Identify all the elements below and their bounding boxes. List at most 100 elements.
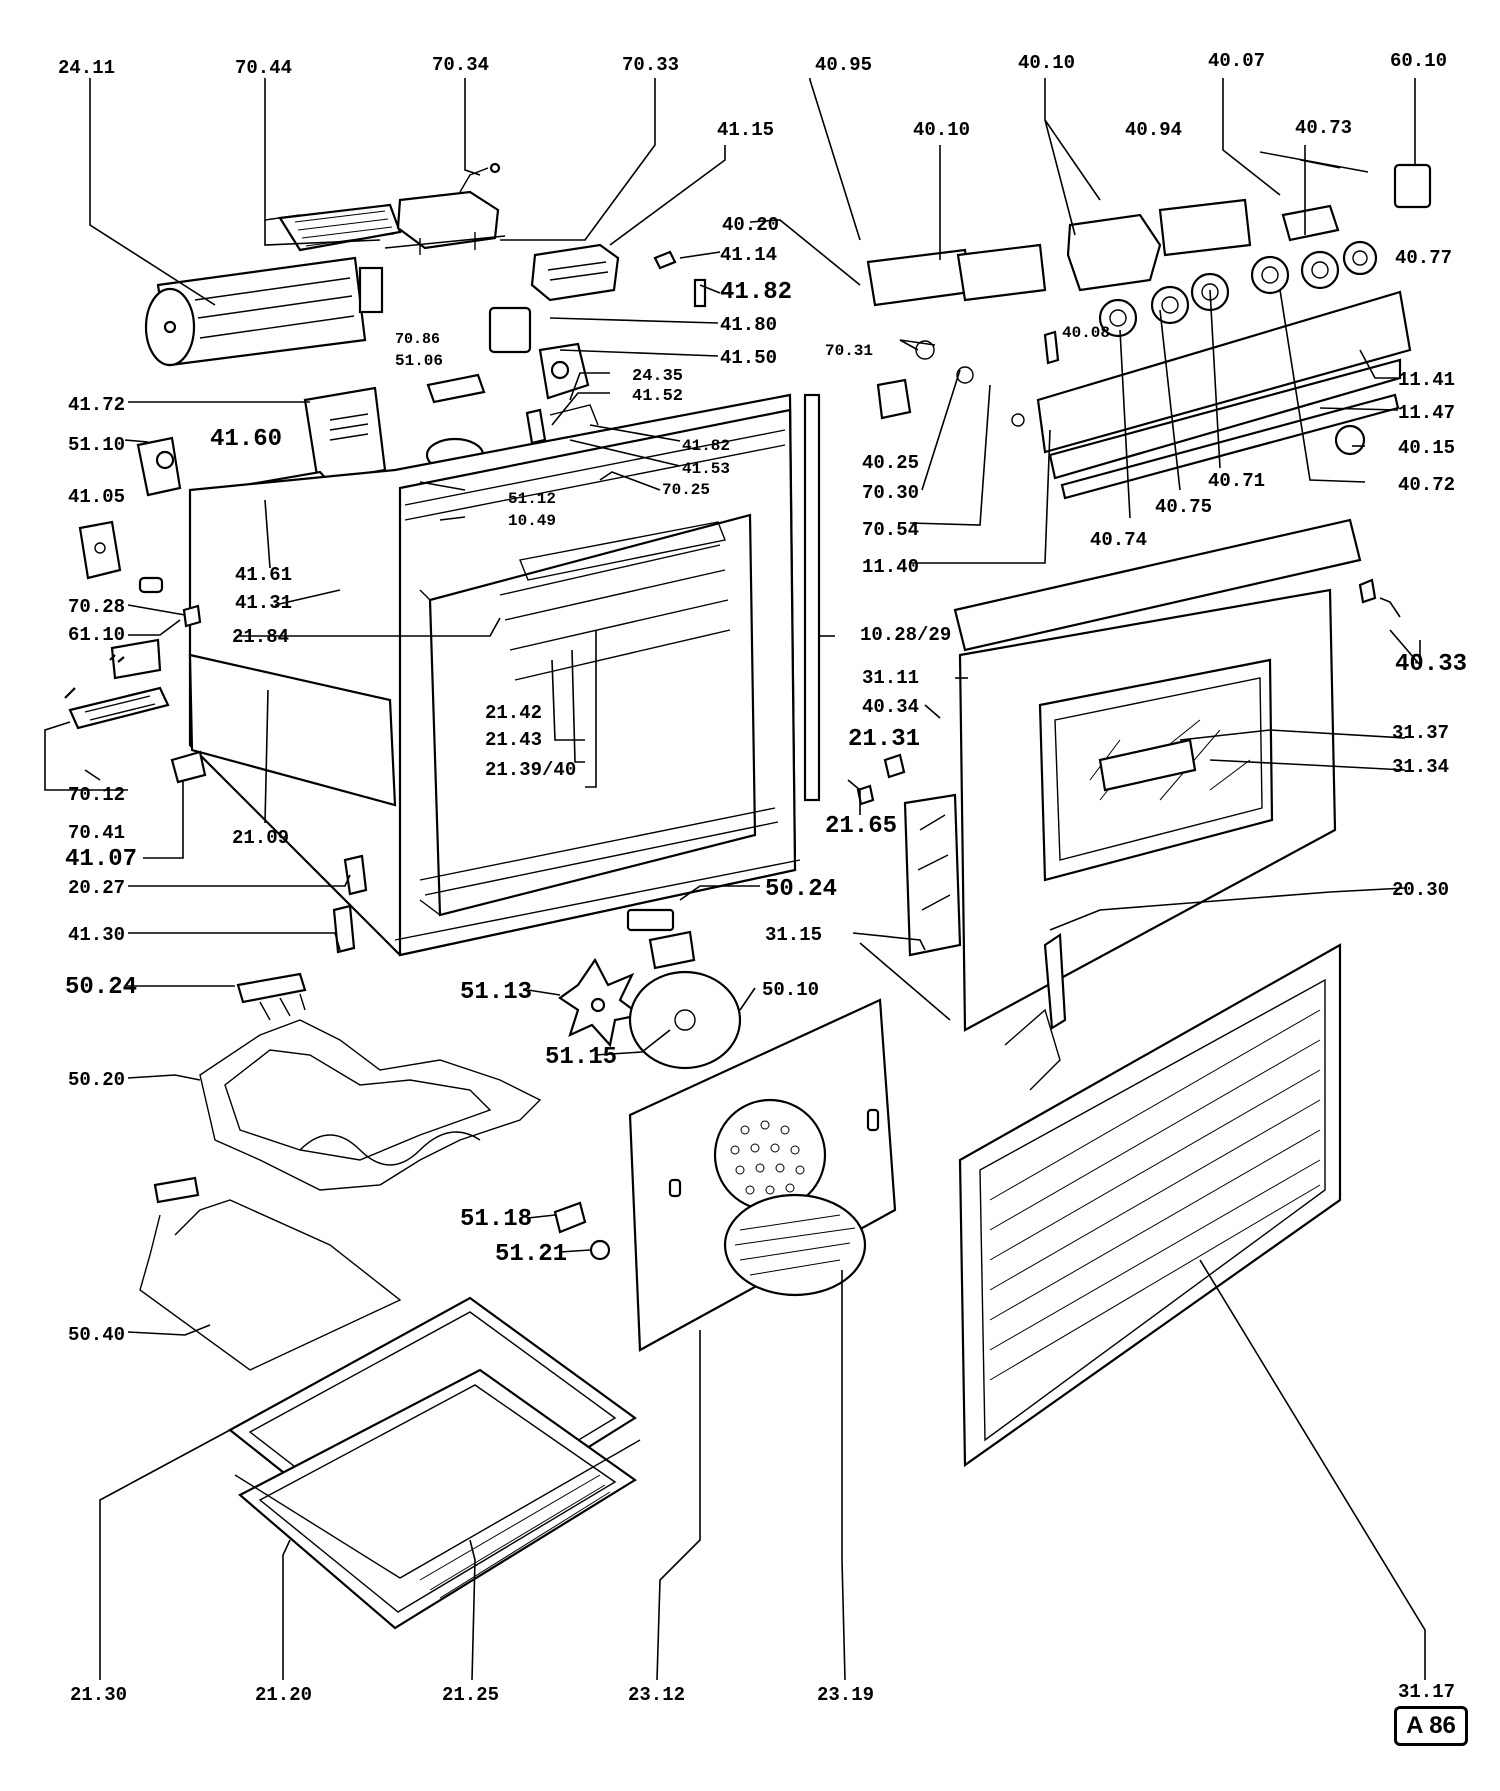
label-21-42: 21.42 xyxy=(485,702,542,724)
label-40-15: 40.15 xyxy=(1398,437,1455,459)
label-41-61: 41.61 xyxy=(235,564,292,586)
label-70-33: 70.33 xyxy=(622,54,679,76)
label-40-77: 40.77 xyxy=(1395,247,1452,269)
label-41-52: 41.52 xyxy=(632,387,683,406)
label-40-72: 40.72 xyxy=(1398,474,1455,496)
heating-element-grill-part xyxy=(199,972,542,1191)
label-41-30: 41.30 xyxy=(68,924,125,946)
motor-bracket-part xyxy=(136,436,182,497)
label-40-75: 40.75 xyxy=(1155,496,1212,518)
label-21-20: 21.20 xyxy=(255,1684,312,1706)
label-70-54: 70.54 xyxy=(862,519,919,541)
left-side-components-part xyxy=(64,576,368,954)
label-21-09: 21.09 xyxy=(232,827,289,849)
label-40-25: 40.25 xyxy=(862,452,919,474)
label-51-21: 51.21 xyxy=(495,1241,567,1268)
label-51-10: 51.10 xyxy=(68,434,125,456)
tangential-fan-part xyxy=(144,256,384,367)
label-51-12: 51.12 xyxy=(508,490,556,508)
oven-door-part xyxy=(903,518,1377,1091)
label-21-65: 21.65 xyxy=(825,813,897,840)
label-10-28-29: 10.28/29 xyxy=(860,624,951,646)
label-50-24-mid: 50.24 xyxy=(765,876,837,903)
label-23-19: 23.19 xyxy=(817,1684,874,1706)
label-50-24-left: 50.24 xyxy=(65,974,137,1001)
label-31-11: 31.11 xyxy=(862,667,919,689)
label-70-34: 70.34 xyxy=(432,54,489,76)
label-70-41: 70.41 xyxy=(68,822,125,844)
rear-wall-part xyxy=(628,998,897,1352)
label-50-40: 50.40 xyxy=(68,1324,125,1346)
label-40-94: 40.94 xyxy=(1125,119,1182,141)
label-40-10-mid: 40.10 xyxy=(913,119,970,141)
label-20-30: 20.30 xyxy=(1392,879,1449,901)
label-21-25: 21.25 xyxy=(442,1684,499,1706)
oven-cavity-part xyxy=(188,393,821,957)
label-41-80: 41.80 xyxy=(720,314,777,336)
label-41-53: 41.53 xyxy=(682,460,730,478)
label-70-28: 70.28 xyxy=(68,596,125,618)
label-40-34: 40.34 xyxy=(862,696,919,718)
label-41-05: 41.05 xyxy=(68,486,125,508)
label-40-73: 40.73 xyxy=(1295,117,1352,139)
label-20-27: 20.27 xyxy=(68,877,125,899)
label-41-50: 41.50 xyxy=(720,347,777,369)
label-41-15: 41.15 xyxy=(717,119,774,141)
label-41-60: 41.60 xyxy=(210,426,282,453)
label-41-72: 41.72 xyxy=(68,394,125,416)
label-40-20: 40.20 xyxy=(722,214,779,236)
baking-trays-part xyxy=(228,1296,641,1630)
label-40-08: 40.08 xyxy=(1062,324,1110,342)
label-70-30: 70.30 xyxy=(862,482,919,504)
figure-id-badge: A 86 xyxy=(1394,1706,1468,1746)
label-21-39-40: 21.39/40 xyxy=(485,759,576,781)
label-11-41: 11.41 xyxy=(1398,369,1455,391)
label-61-10: 61.10 xyxy=(68,624,125,646)
label-21-84: 21.84 xyxy=(232,626,289,648)
label-31-37: 31.37 xyxy=(1392,722,1449,744)
leader-lines xyxy=(44,78,1426,1681)
label-10-49: 10.49 xyxy=(508,512,556,530)
label-31-15: 31.15 xyxy=(765,924,822,946)
label-41-82-mid: 41.82 xyxy=(682,437,730,455)
label-40-10-top: 40.10 xyxy=(1018,52,1075,74)
label-40-33: 40.33 xyxy=(1395,651,1467,678)
label-31-34: 31.34 xyxy=(1392,756,1449,778)
label-70-31: 70.31 xyxy=(825,342,873,360)
label-51-15: 51.15 xyxy=(545,1044,617,1071)
label-41-31: 41.31 xyxy=(235,592,292,614)
label-41-07: 41.07 xyxy=(65,846,137,873)
motor-cover-part xyxy=(278,162,506,255)
lamp-parts-part xyxy=(553,753,906,1261)
heating-element-bottom-part xyxy=(139,1176,402,1371)
label-21-30: 21.30 xyxy=(70,1684,127,1706)
label-51-06: 51.06 xyxy=(395,352,443,370)
label-23-12: 23.12 xyxy=(628,1684,685,1706)
label-51-18: 51.18 xyxy=(460,1206,532,1233)
label-21-43: 21.43 xyxy=(485,729,542,751)
capacitor-box-part xyxy=(303,386,387,484)
label-24-35: 24.35 xyxy=(632,367,683,386)
label-70-12: 70.12 xyxy=(68,784,125,806)
label-51-13: 51.13 xyxy=(460,979,532,1006)
label-40-95: 40.95 xyxy=(815,54,872,76)
part-labels: 24.11 70.44 70.34 70.33 40.95 40.10 40.0… xyxy=(58,50,1467,1706)
transformer-part xyxy=(530,243,620,302)
convection-fan-part xyxy=(558,908,742,1070)
parts-drawings xyxy=(64,151,1432,1630)
door-outer-panel-part xyxy=(958,943,1342,1468)
label-60-10: 60.10 xyxy=(1390,50,1447,72)
label-70-86: 70.86 xyxy=(395,331,440,348)
label-24-11: 24.11 xyxy=(58,57,115,79)
label-21-31: 21.31 xyxy=(848,726,920,753)
label-70-44: 70.44 xyxy=(235,57,292,79)
label-31-17: 31.17 xyxy=(1398,1681,1455,1703)
label-50-10: 50.10 xyxy=(762,979,819,1001)
label-41-14: 41.14 xyxy=(720,244,777,266)
label-40-74: 40.74 xyxy=(1090,529,1147,551)
label-40-07: 40.07 xyxy=(1208,50,1265,72)
label-41-82-top: 41.82 xyxy=(720,279,792,306)
label-11-47: 11.47 xyxy=(1398,402,1455,424)
label-40-71: 40.71 xyxy=(1208,470,1265,492)
